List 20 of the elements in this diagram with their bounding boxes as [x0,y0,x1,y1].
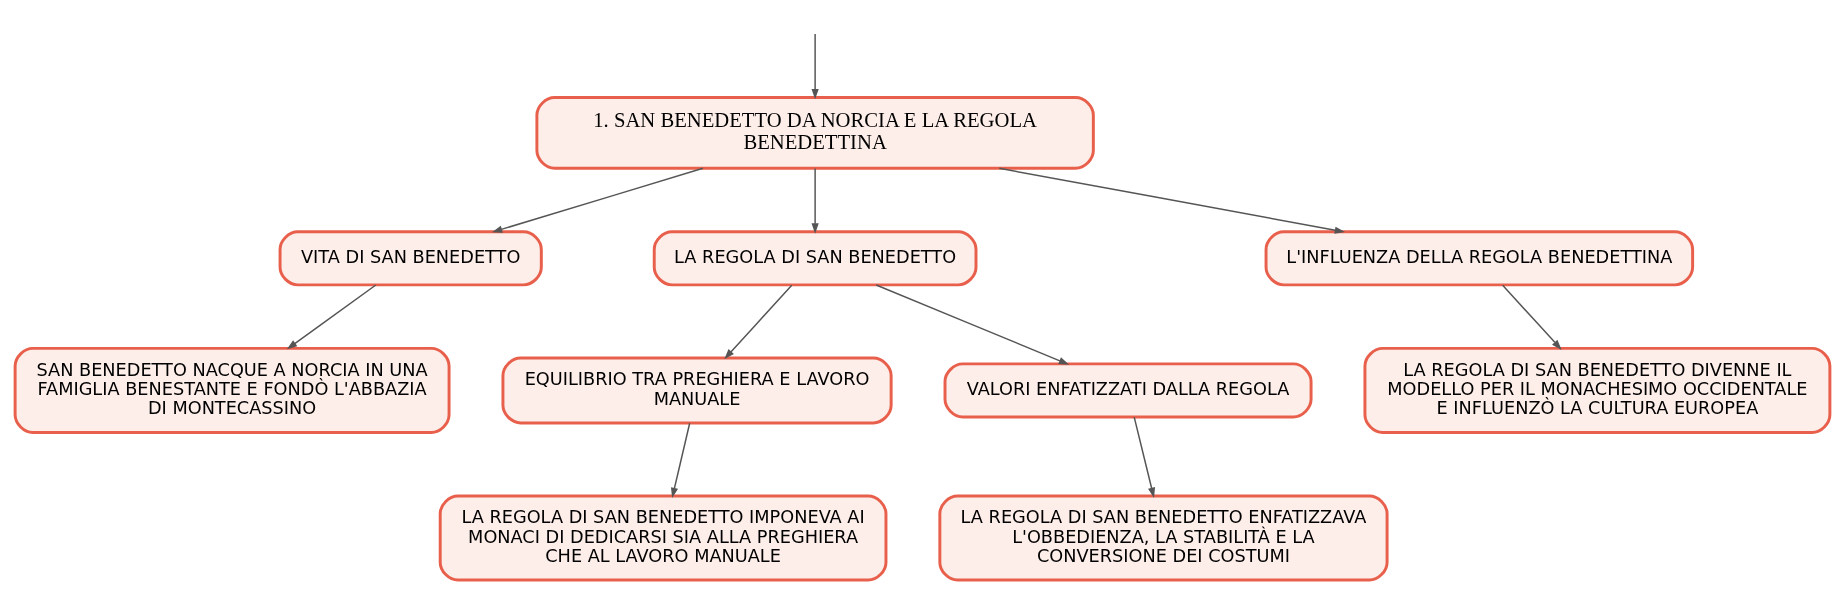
arrow [286,283,377,349]
node-box: LA REGOLA DI SAN BENEDETTO ENFATIZZAVA L'OBBEDIENZA, LA STABILITÀ E LA CONVERSIONE DEI COSTUMI [938,494,1389,582]
arrow [724,284,793,359]
node-box: LA REGOLA DI SAN BENEDETTO [652,229,978,286]
arrow [1133,415,1156,498]
arrow [670,422,691,498]
node-box: SAN BENEDETTO NACQUE A NORCIA IN UNA FAMIGLIA BENESTANTE E FONDÒ L'ABBAZIA DI MONTECASSINO [13,346,451,434]
arrow [1501,284,1562,350]
arrow [491,167,704,233]
node-box: LA REGOLA DI SAN BENEDETTO DIVENNE IL MODELLO PER IL MONACHESIMO OCCIDENTALE E INFLUENZÒ LA CULTURA EUROPEA [1363,346,1832,434]
node-box: VALORI ENFATIZZATI DALLA REGOLA [943,361,1313,418]
arrow [875,283,1070,365]
arrow [811,167,819,234]
arrow [811,32,819,99]
node-box: L'INFLUENZA DELLA REGOLA BENEDETTINA [1264,229,1695,286]
node-box: EQUILIBRIO TRA PREGHIERA E LAVORO MANUALE [501,355,893,424]
arrow [998,167,1346,234]
node-box: LA REGOLA DI SAN BENEDETTO IMPONEVA AI MONACI DI DEDICARSI SIA ALLA PREGHIERA CHE AL LAVORO MANUALE [438,494,888,582]
node-box: VITA DI SAN BENEDETTO [278,229,543,286]
node-box: 1. SAN BENEDETTO DA NORCIA E LA REGOLA BENEDETTINA [535,95,1095,170]
